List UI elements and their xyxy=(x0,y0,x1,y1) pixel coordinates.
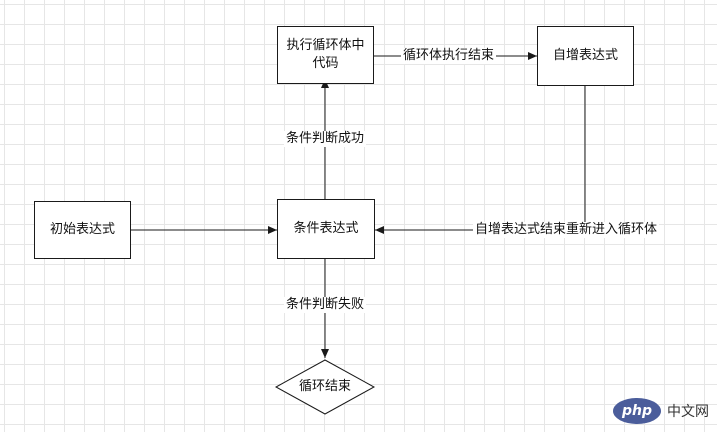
execute-body-node: 执行循环体中代码 xyxy=(277,26,374,84)
execute-body-label: 执行循环体中代码 xyxy=(286,38,365,71)
watermark-text: 中文网 xyxy=(667,404,709,420)
condition-label: 条件表达式 xyxy=(293,221,359,236)
condition-node: 条件表达式 xyxy=(277,199,375,259)
edge-label-condition-success: 条件判断成功 xyxy=(284,131,367,147)
edge-label-body-to-increment: 循环体执行结束 xyxy=(401,48,497,64)
edge-increment-reenter xyxy=(375,86,586,234)
init-node: 初始表达式 xyxy=(34,201,131,259)
edge-label-increment-reenter: 自增表达式结束重新进入循环体 xyxy=(473,222,660,238)
loop-end-label: 循环结束 xyxy=(298,379,351,394)
edge-label-condition-fail: 条件判断失败 xyxy=(284,297,367,313)
watermark: php 中文网 xyxy=(613,398,709,424)
increment-label: 自增表达式 xyxy=(552,48,618,63)
loop-end-node: 循环结束 xyxy=(276,360,374,414)
loop-end-diamond xyxy=(274,359,376,415)
php-logo: php xyxy=(613,398,661,424)
increment-node: 自增表达式 xyxy=(537,26,634,86)
init-label: 初始表达式 xyxy=(49,222,115,237)
php-logo-text: php xyxy=(621,403,652,419)
